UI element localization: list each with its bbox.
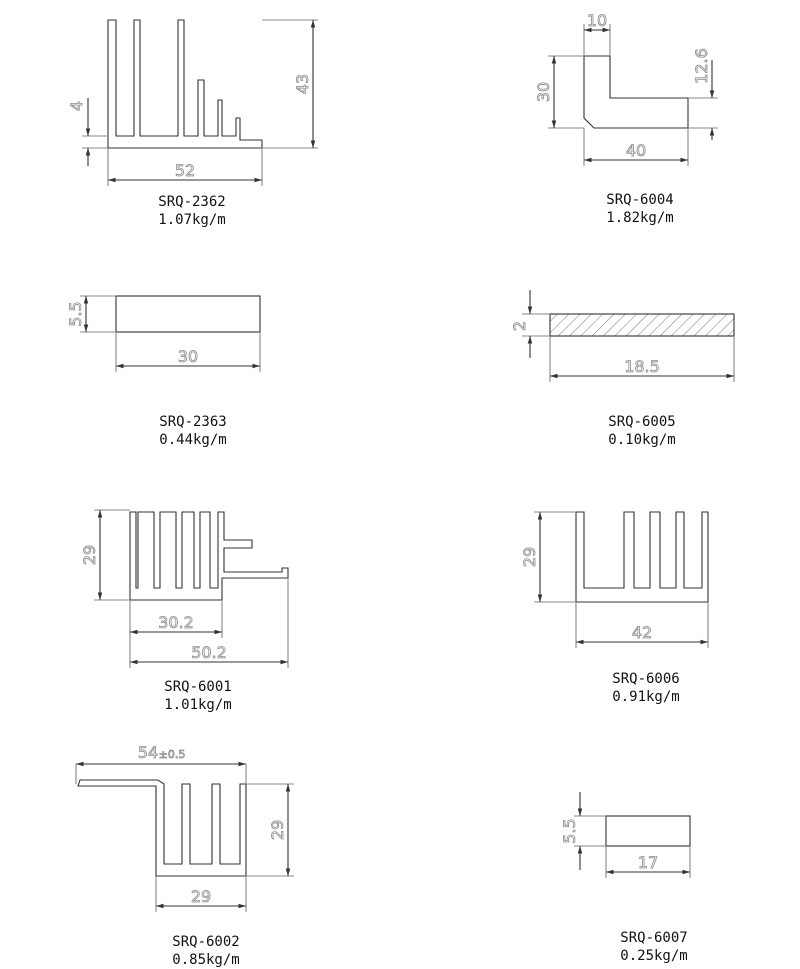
caption-srq-6004: SRQ-6004 1.82kg/m [560, 191, 720, 227]
caption-srq-2363: SRQ-2363 0.44kg/m [113, 413, 273, 449]
dim-6001-width-inner: 30.2 [158, 613, 194, 632]
dim-6002-width: 54 [138, 743, 158, 762]
dim-6002-tolerance: ±0.5 [159, 748, 186, 761]
dim-2363-width: 30 [178, 347, 198, 366]
dim-6004-height: 30 [534, 82, 553, 102]
part-code: SRQ-6005 [608, 414, 676, 430]
dim-6005-height: 2 [510, 321, 529, 331]
profile-srq-6007 [574, 792, 691, 878]
part-weight: 0.10kg/m [608, 432, 676, 448]
dim-6007-width: 17 [638, 853, 658, 872]
profile-srq-6005 [522, 290, 735, 382]
dim-6002-base: 29 [191, 887, 211, 906]
part-weight: 1.01kg/m [164, 697, 232, 713]
dim-6006-height: 29 [520, 547, 539, 567]
part-code: SRQ-6001 [164, 679, 232, 695]
part-code: SRQ-6004 [606, 192, 674, 208]
part-weight: 0.91kg/m [612, 689, 680, 705]
caption-srq-6006: SRQ-6006 0.91kg/m [566, 670, 726, 706]
caption-srq-6007: SRQ-6007 0.25kg/m [574, 929, 734, 965]
dim-2363-height: 5.5 [66, 301, 85, 326]
part-weight: 0.25kg/m [620, 948, 688, 964]
part-weight: 1.07kg/m [158, 212, 226, 228]
dim-6001-width-total: 50.2 [191, 643, 227, 662]
dim-2362-fin-height: 4 [67, 101, 86, 111]
profile-srq-2363 [80, 295, 261, 372]
part-code: SRQ-2362 [158, 194, 226, 210]
dim-6004-width: 40 [626, 141, 646, 160]
caption-srq-6005: SRQ-6005 0.10kg/m [562, 413, 722, 449]
caption-srq-6002: SRQ-6002 0.85kg/m [126, 933, 286, 969]
part-code: SRQ-2363 [159, 414, 227, 430]
part-weight: 0.85kg/m [172, 952, 240, 968]
part-code: SRQ-6007 [620, 930, 688, 946]
dim-6004-top: 10 [587, 11, 607, 30]
dim-6006-width: 42 [632, 623, 652, 642]
part-code: SRQ-6006 [612, 671, 680, 687]
dim-2362-width: 52 [175, 161, 195, 180]
dim-6005-width: 18.5 [624, 357, 660, 376]
dim-2362-height: 43 [293, 74, 312, 94]
caption-srq-2362: SRQ-2362 1.07kg/m [112, 193, 272, 229]
profile-srq-6006 [534, 511, 709, 648]
dim-6004-leg: 12.6 [692, 48, 711, 84]
caption-srq-6001: SRQ-6001 1.01kg/m [118, 678, 278, 714]
profile-srq-2362 [82, 19, 318, 186]
dim-6002-height: 29 [268, 820, 287, 840]
profile-srq-6004 [548, 24, 718, 166]
dim-6007-height: 5.5 [560, 818, 579, 843]
dim-6001-height: 29 [80, 545, 99, 565]
part-code: SRQ-6002 [172, 934, 240, 950]
profile-srq-6001 [94, 509, 289, 668]
part-weight: 1.82kg/m [606, 210, 674, 226]
profile-srq-6002 [75, 761, 294, 912]
part-weight: 0.44kg/m [159, 432, 227, 448]
